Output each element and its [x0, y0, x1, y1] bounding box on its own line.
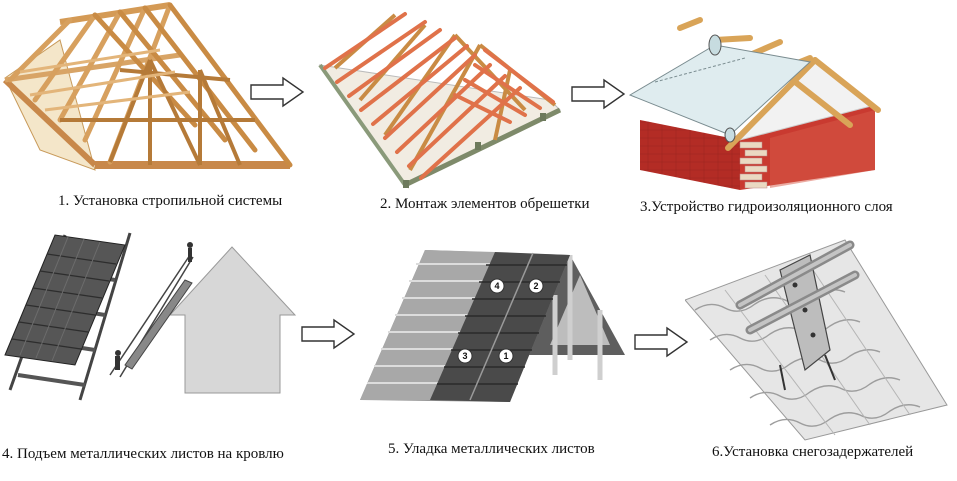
arrow-right-icon: [249, 76, 305, 108]
sheet-number-1: 1: [503, 351, 508, 361]
step-4-illustration: [0, 225, 305, 405]
step-3-illustration: [620, 10, 890, 200]
sheet-number-3: 3: [462, 351, 467, 361]
step-1-caption: 1. Установка стропильной системы: [58, 193, 283, 209]
step-5-illustration: 4 2 3 1: [355, 240, 630, 405]
step-6-illustration: [685, 230, 950, 445]
step-5-caption: 5. Уладка металлических листов: [388, 441, 595, 457]
step-3-caption: 3.Устройство гидроизоляционного слоя: [640, 199, 893, 215]
arrow-right-icon: [570, 78, 626, 110]
sheet-number-4: 4: [494, 281, 499, 291]
arrow-right-icon: [300, 318, 356, 350]
step-6-caption: 6.Установка снегозадержателей: [712, 444, 914, 460]
step-1-illustration: [0, 0, 300, 185]
arrow-right-icon: [633, 326, 689, 358]
step-2-caption: 2. Монтаж элементов обрешетки: [380, 196, 590, 212]
sheet-number-2: 2: [533, 281, 538, 291]
step-2-illustration: [315, 10, 565, 190]
step-4-caption: 4. Подъем металлических листов на кровлю: [2, 446, 284, 462]
